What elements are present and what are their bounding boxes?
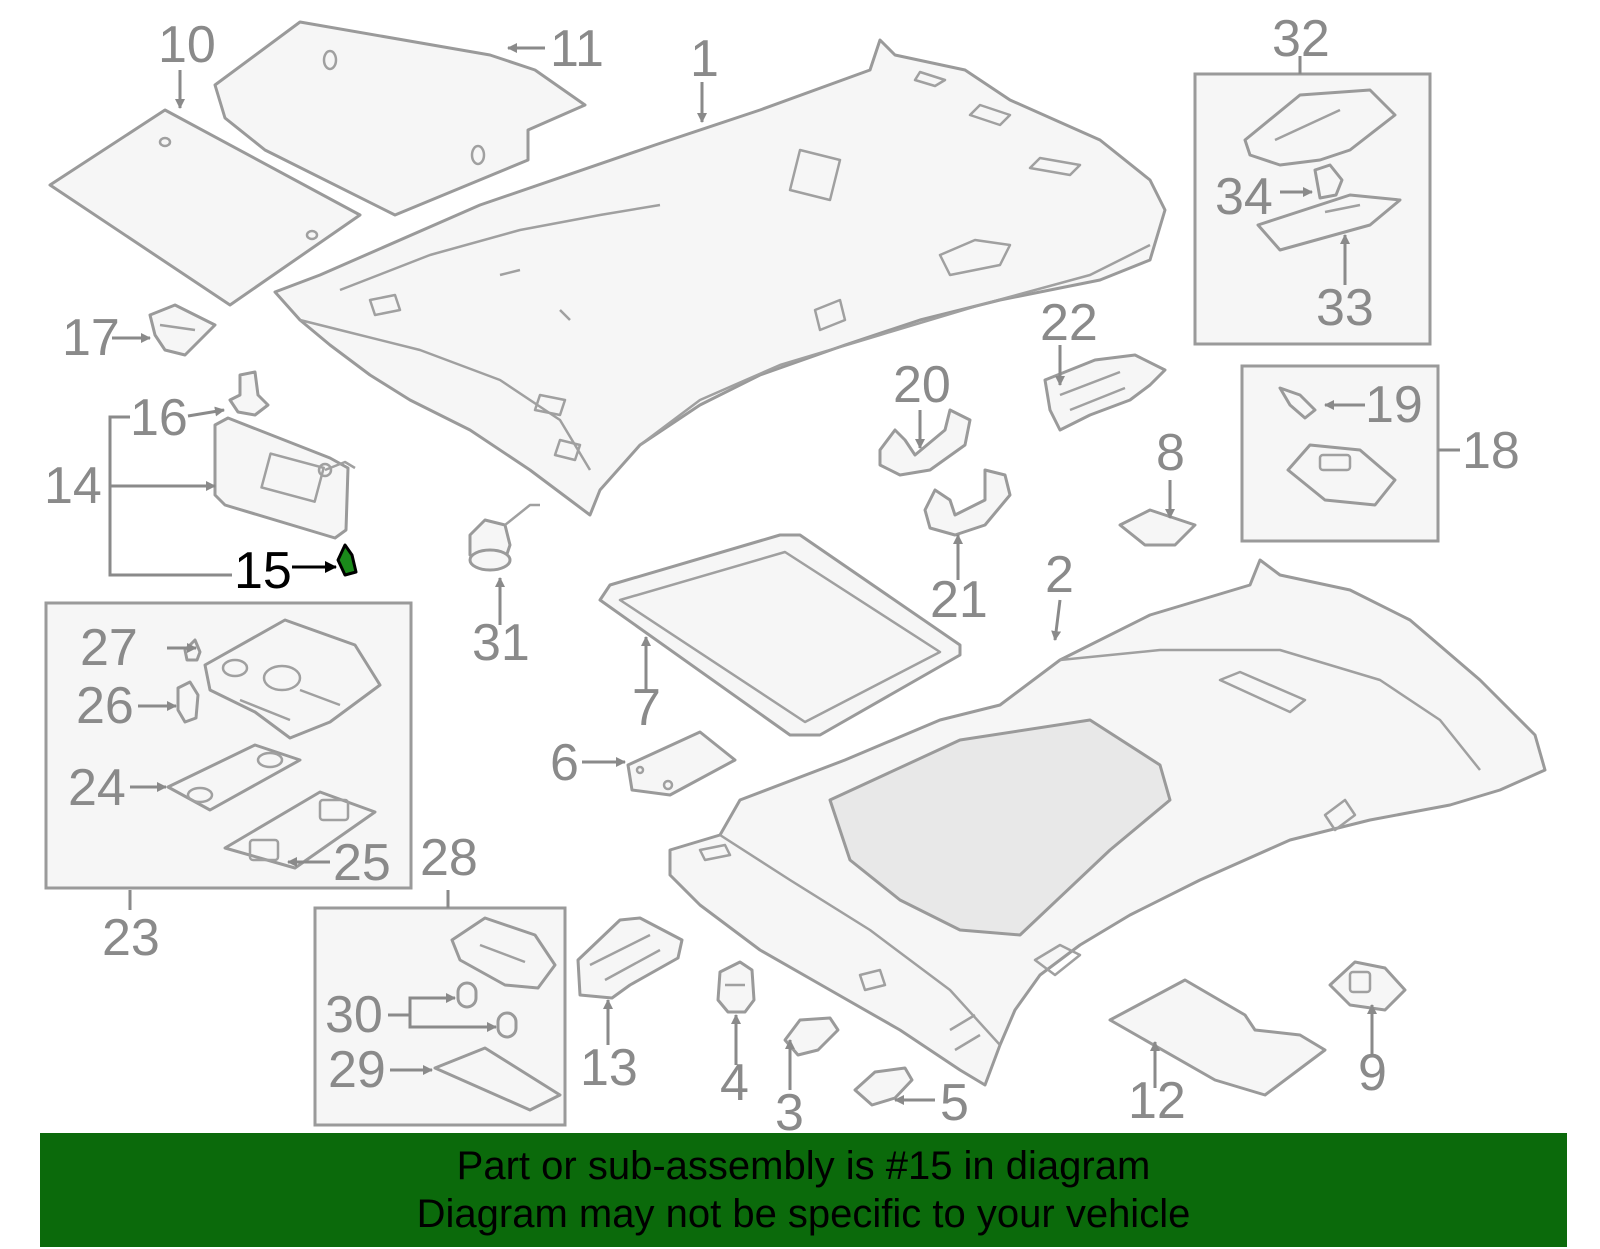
callout-31: 31: [472, 614, 530, 672]
callout-18: 18: [1462, 422, 1520, 480]
callout-34: 34: [1215, 168, 1273, 226]
callout-16: 16: [130, 389, 188, 447]
callout-3: 3: [775, 1084, 804, 1142]
callout-21: 21: [930, 571, 988, 629]
part-5-bracket: [853, 1066, 914, 1107]
callout-32: 32: [1272, 10, 1330, 68]
part-4-clip: [716, 960, 756, 1014]
part-1-headliner: [273, 38, 1167, 517]
part-11-insulator: [213, 20, 587, 217]
callout-10: 10: [158, 16, 216, 74]
callout-6: 6: [550, 734, 579, 792]
group-32-console-box: [1193, 72, 1432, 346]
part-22-bracket: [1043, 353, 1167, 432]
part-8-cover: [1118, 508, 1197, 547]
callout-5: 5: [940, 1074, 969, 1132]
callout-27: 27: [80, 619, 138, 677]
leader-lines: [108, 43, 1460, 1105]
callout-25: 25: [333, 834, 391, 892]
part-13-trim: [576, 916, 684, 1000]
part-31-lamp: [468, 503, 540, 572]
group-18-lamp-box: [1240, 364, 1440, 543]
part-17-clip: [148, 303, 217, 357]
part-6-cover: [626, 730, 737, 797]
part-16-visor-clip: [228, 370, 270, 417]
part-20-grab-handle: [878, 408, 972, 477]
callout-17: 17: [62, 309, 120, 367]
callout-7: 7: [632, 679, 661, 737]
callout-9: 9: [1358, 1044, 1387, 1102]
part-15-visor-clip: [336, 543, 358, 577]
callout-15: 15: [234, 542, 292, 600]
callout-13: 13: [580, 1039, 638, 1097]
callout-4: 4: [720, 1054, 749, 1112]
part-10-insulator: [48, 108, 362, 307]
callout-11: 11: [550, 20, 604, 78]
info-banner: Part or sub-assembly is #15 in diagram D…: [40, 1133, 1567, 1247]
callout-14: 14: [44, 457, 102, 515]
part-14-sun-visor: [213, 416, 356, 540]
part-21-grab-handle: [923, 468, 1012, 537]
callout-33: 33: [1316, 279, 1374, 337]
callout-2: 2: [1045, 546, 1074, 604]
callout-numbers: 10 11 1 32 34 33 17 22 20 16 19 18 8 14 …: [44, 10, 1520, 1142]
group-28-lamp-box: [313, 906, 567, 1127]
callout-23: 23: [102, 909, 160, 967]
callout-8: 8: [1156, 424, 1185, 482]
callout-20: 20: [893, 356, 951, 414]
banner-line-2: Diagram may not be specific to your vehi…: [416, 1192, 1191, 1236]
part-12-insulator: [1108, 978, 1327, 1097]
callout-24: 24: [68, 759, 126, 817]
callout-26: 26: [76, 677, 134, 735]
part-2-headliner: [668, 558, 1547, 1087]
part-9-lamp-base: [1328, 960, 1407, 1012]
callout-19: 19: [1365, 376, 1423, 434]
callout-28: 28: [420, 829, 478, 887]
callout-29: 29: [328, 1041, 386, 1099]
callout-30: 30: [325, 986, 383, 1044]
callout-22: 22: [1040, 294, 1098, 352]
group-23-console-box: [44, 601, 413, 890]
banner-line-1: Part or sub-assembly is #15 in diagram: [456, 1144, 1151, 1188]
part-3-clip: [783, 1016, 840, 1057]
callout-1: 1: [690, 30, 719, 88]
part-7-seal: [598, 533, 962, 737]
callout-12: 12: [1128, 1072, 1186, 1130]
